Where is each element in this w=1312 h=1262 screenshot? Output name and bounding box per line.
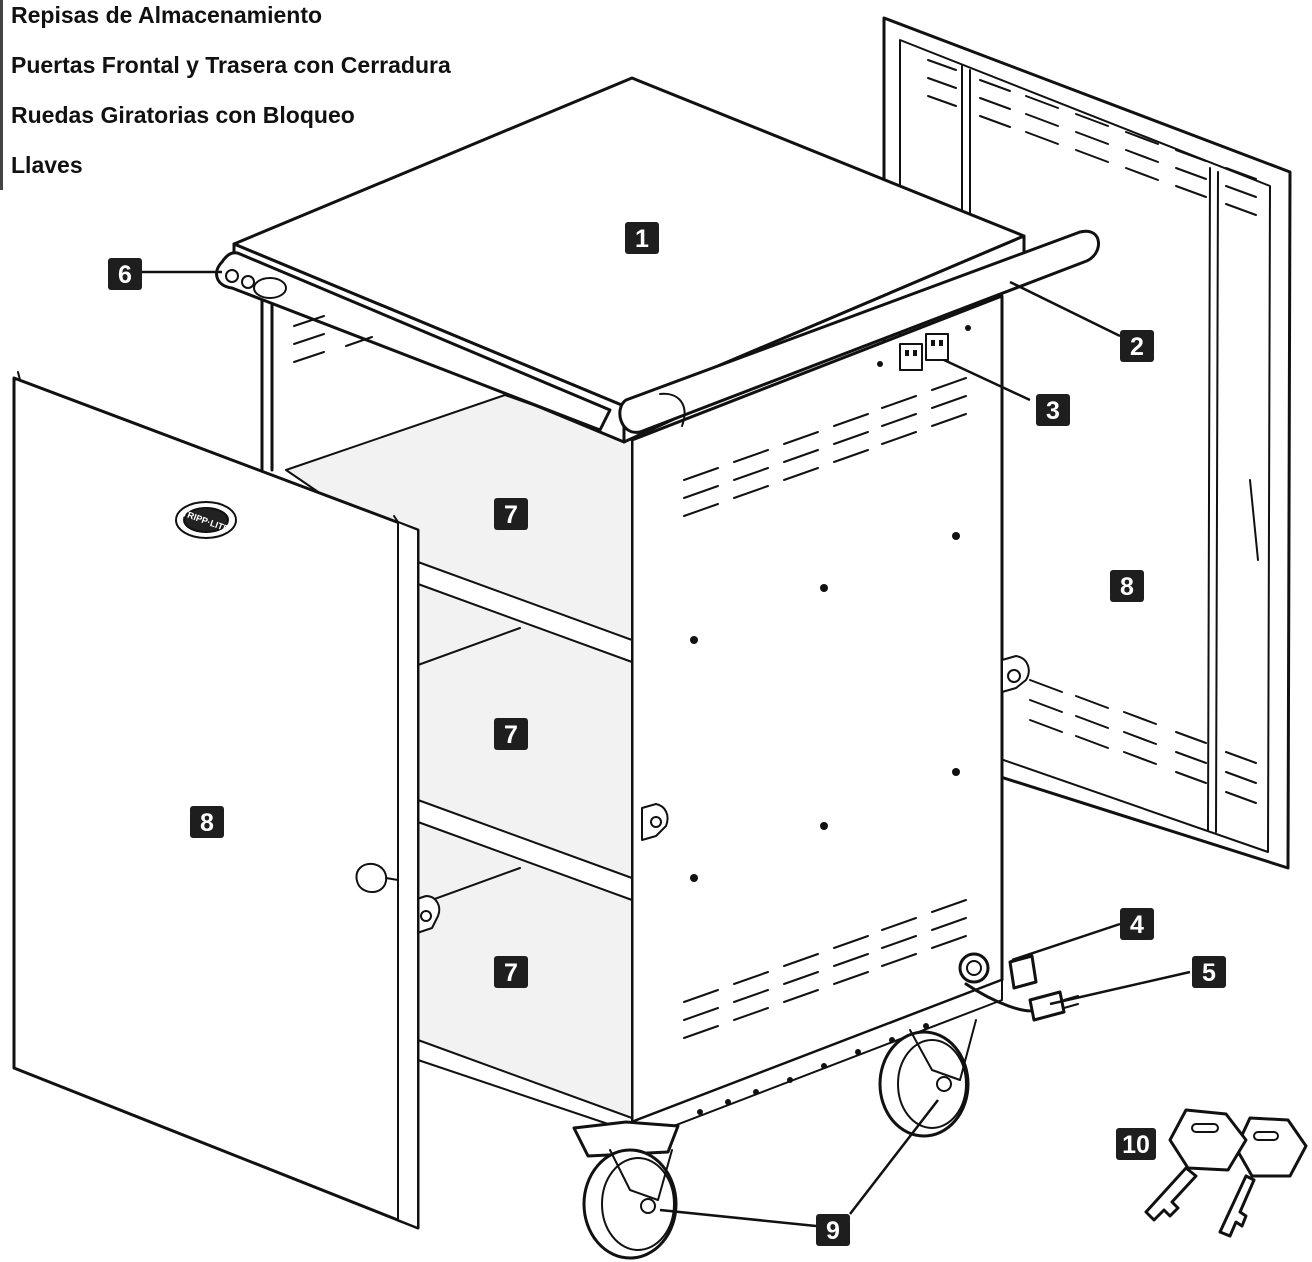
callout-4: 4 [1120,908,1154,940]
casters [572,1019,977,1260]
svg-text:7: 7 [504,721,518,749]
callout-9: 9 [816,1214,850,1246]
legend-item-doors: Puertas Frontal y Trasera con Cerradura [0,40,451,90]
parts-legend: Repisas de Almacenamiento Puertas Fronta… [0,0,451,190]
front-door: TRIPP·LITE [12,371,420,1230]
leader-lines [140,270,1191,1228]
svg-text:8: 8 [200,809,214,837]
svg-text:5: 5 [1202,959,1216,987]
callout-7-middle: 7 [494,718,528,750]
callout-1: 1 [625,222,659,254]
svg-text:3: 3 [1046,397,1060,425]
svg-text:6: 6 [118,261,132,289]
callout-2: 2 [1120,330,1154,362]
svg-text:4: 4 [1130,911,1144,939]
svg-text:7: 7 [504,501,518,529]
callout-3: 3 [1036,394,1070,426]
svg-text:7: 7 [504,959,518,987]
callout-7-top: 7 [494,498,528,530]
legend-item-shelves: Repisas de Almacenamiento [0,0,451,40]
keys-icon [1144,1108,1308,1238]
callout-8-front-door: 8 [190,806,224,838]
svg-text:8: 8 [1120,573,1134,601]
callout-6: 6 [108,258,142,290]
svg-text:1: 1 [635,225,649,253]
svg-text:10: 10 [1122,1131,1150,1159]
callout-5: 5 [1192,956,1226,988]
callout-8-rear-door: 8 [1110,570,1144,602]
svg-text:9: 9 [826,1217,840,1245]
callout-7-bottom: 7 [494,956,528,988]
callout-10: 10 [1116,1128,1156,1160]
svg-text:2: 2 [1130,333,1144,361]
legend-item-casters: Ruedas Giratorias con Bloqueo [0,90,451,140]
legend-item-keys: Llaves [0,140,451,190]
